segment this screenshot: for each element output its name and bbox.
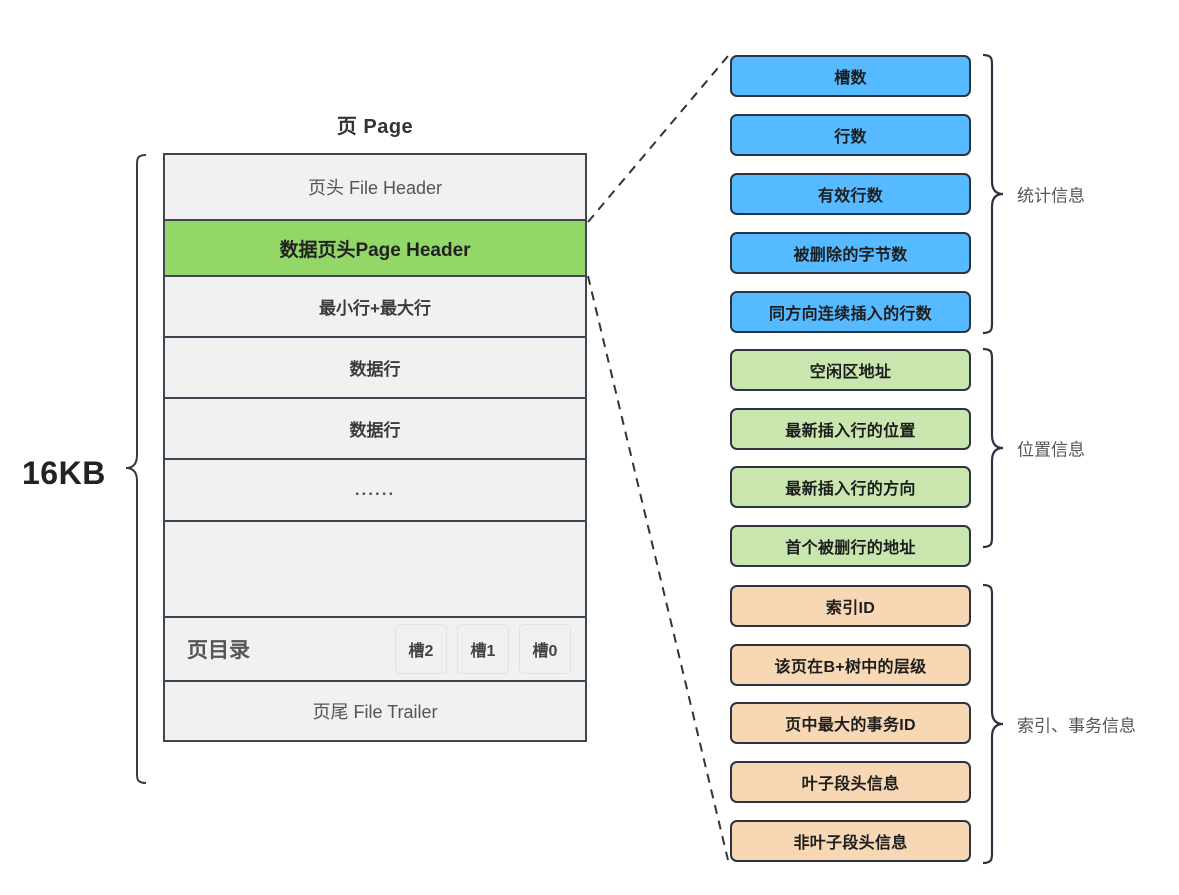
detail-box-label: 最新插入行的位置 bbox=[785, 423, 916, 440]
size-brace bbox=[125, 154, 147, 784]
page-row-free-space bbox=[165, 522, 585, 618]
group-brace-stats bbox=[982, 53, 1004, 335]
detail-box-max-transaction-id[interactable]: 页中最大的事务ID bbox=[730, 702, 971, 744]
group-label-index-transaction: 索引、事务信息 bbox=[1017, 716, 1136, 736]
slot-2[interactable]: 槽2 bbox=[395, 624, 447, 674]
detail-box-last-insert-position[interactable]: 最新插入行的位置 bbox=[730, 408, 971, 450]
detail-box-non-leaf-segment-header[interactable]: 非叶子段头信息 bbox=[730, 820, 971, 862]
page-directory-label: 页目录 bbox=[187, 639, 250, 662]
detail-box-slot-count[interactable]: 槽数 bbox=[730, 55, 971, 97]
page-row-label: 页尾 File Trailer bbox=[312, 702, 438, 722]
detail-box-label: 叶子段头信息 bbox=[801, 776, 900, 793]
slot-0[interactable]: 槽0 bbox=[519, 624, 571, 674]
detail-box-sequential-inserts[interactable]: 同方向连续插入的行数 bbox=[730, 291, 971, 333]
detail-box-free-space-address[interactable]: 空闲区地址 bbox=[730, 349, 971, 391]
connector-line-top bbox=[587, 55, 729, 223]
detail-box-label: 非叶子段头信息 bbox=[793, 835, 908, 852]
page-row-label: 最小行+最大行 bbox=[319, 299, 431, 318]
group-brace-position bbox=[982, 347, 1004, 549]
page-row-page-header[interactable]: 数据页头Page Header bbox=[165, 221, 585, 277]
slot-label: 槽2 bbox=[408, 643, 434, 660]
detail-box-label: 有效行数 bbox=[817, 188, 884, 205]
detail-box-valid-row-count[interactable]: 有效行数 bbox=[730, 173, 971, 215]
detail-box-btree-level[interactable]: 该页在B+树中的层级 bbox=[730, 644, 971, 686]
page-row-ellipsis: ...... bbox=[165, 460, 585, 522]
slot-label: 槽1 bbox=[470, 643, 496, 660]
page-row-user-record-2: 数据行 bbox=[165, 399, 585, 460]
detail-box-label: 页中最大的事务ID bbox=[785, 717, 916, 734]
detail-box-leaf-segment-header[interactable]: 叶子段头信息 bbox=[730, 761, 971, 803]
slot-label: 槽0 bbox=[532, 643, 558, 660]
page-structure-table: 页头 File Header 数据页头Page Header 最小行+最大行 数… bbox=[163, 153, 587, 742]
page-row-file-header: 页头 File Header bbox=[165, 155, 585, 221]
detail-box-deleted-bytes[interactable]: 被删除的字节数 bbox=[730, 232, 971, 274]
slot-1[interactable]: 槽1 bbox=[457, 624, 509, 674]
detail-box-label: 行数 bbox=[834, 129, 867, 146]
page-row-file-trailer: 页尾 File Trailer bbox=[165, 682, 585, 740]
detail-box-label: 同方向连续插入的行数 bbox=[768, 306, 932, 323]
page-size-label: 16KB bbox=[22, 455, 106, 491]
connector-line-bottom bbox=[587, 275, 729, 861]
detail-box-label: 槽数 bbox=[834, 70, 867, 87]
page-row-label: 数据页头Page Header bbox=[279, 239, 471, 261]
detail-box-label: 该页在B+树中的层级 bbox=[774, 659, 927, 676]
page-row-label: ...... bbox=[354, 480, 396, 499]
page-title: 页 Page bbox=[336, 116, 414, 138]
page-row-page-directory: 页目录 槽2 槽1 槽0 bbox=[165, 618, 585, 682]
page-row-user-record-1: 数据行 bbox=[165, 338, 585, 399]
group-brace-index bbox=[982, 583, 1004, 865]
detail-box-row-count[interactable]: 行数 bbox=[730, 114, 971, 156]
detail-box-label: 被删除的字节数 bbox=[793, 247, 908, 264]
detail-box-label: 最新插入行的方向 bbox=[785, 481, 916, 498]
detail-box-label: 首个被删行的地址 bbox=[785, 540, 916, 557]
group-label-statistics: 统计信息 bbox=[1017, 186, 1085, 206]
detail-box-label: 索引ID bbox=[825, 600, 876, 617]
slot-group: 槽2 槽1 槽0 bbox=[395, 624, 571, 674]
detail-box-label: 空闲区地址 bbox=[809, 364, 892, 381]
detail-box-last-insert-direction[interactable]: 最新插入行的方向 bbox=[730, 466, 971, 508]
page-row-infimum-supremum: 最小行+最大行 bbox=[165, 277, 585, 338]
page-row-label: 数据行 bbox=[349, 421, 401, 440]
group-label-position: 位置信息 bbox=[1017, 440, 1085, 460]
page-row-label: 页头 File Header bbox=[307, 178, 443, 198]
detail-box-first-deleted-address[interactable]: 首个被删行的地址 bbox=[730, 525, 971, 567]
page-row-label: 数据行 bbox=[349, 360, 401, 379]
detail-box-index-id[interactable]: 索引ID bbox=[730, 585, 971, 627]
